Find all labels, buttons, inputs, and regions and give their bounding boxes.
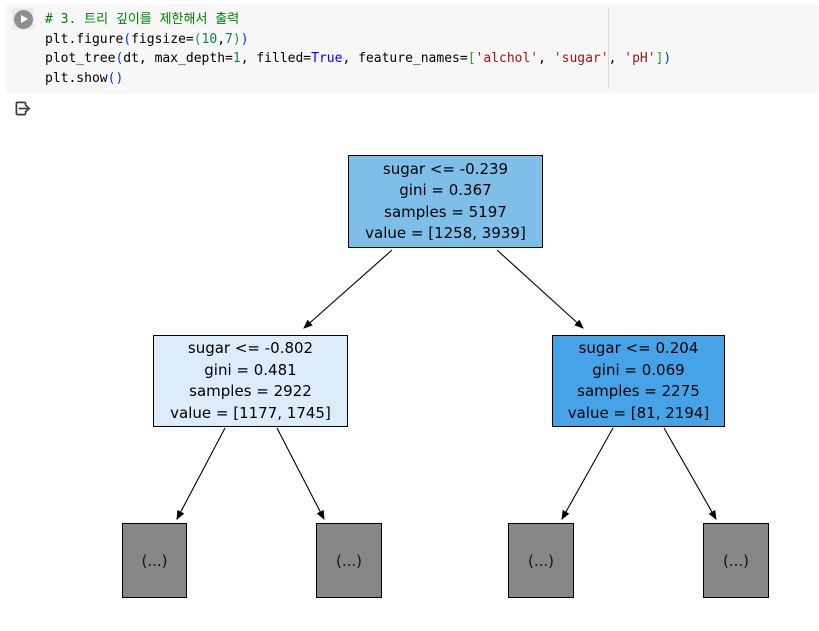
code-token: ( bbox=[193, 31, 202, 47]
run-cell-button[interactable] bbox=[12, 8, 34, 30]
run-circle bbox=[13, 9, 33, 29]
output-indicator-icon bbox=[12, 98, 33, 119]
code-token: ) bbox=[663, 51, 672, 66]
code-token: , bbox=[608, 51, 625, 66]
code-token: True bbox=[311, 51, 343, 66]
node-gini: gini = 0.069 bbox=[592, 360, 685, 379]
code-token: 10 bbox=[201, 31, 218, 47]
code-token: ) bbox=[232, 31, 241, 47]
tree-leaf-truncated: (...) bbox=[316, 523, 382, 598]
tree-node-left: sugar <= -0.802 gini = 0.481 samples = 2… bbox=[153, 335, 348, 427]
node-value: value = [1258, 3939] bbox=[365, 224, 526, 242]
arrow-right-leaf4 bbox=[663, 427, 717, 520]
code-token: ] bbox=[655, 51, 664, 66]
tree-leaf-truncated: (...) bbox=[703, 523, 769, 598]
code-token: 7 bbox=[225, 31, 233, 47]
tree-node-root: sugar <= -0.239 gini = 0.367 samples = 5… bbox=[348, 155, 543, 248]
code-token: , bbox=[538, 51, 554, 66]
code-token: 1 bbox=[232, 51, 241, 66]
code-token: figsize= bbox=[131, 31, 194, 47]
arrow-left-leaf2 bbox=[276, 427, 325, 520]
code-line: # 3. 트리 깊이를 제한해서 출력 bbox=[45, 10, 671, 30]
code-token: 'alchol' bbox=[475, 51, 539, 66]
decision-tree-figure: sugar <= -0.239 gini = 0.367 samples = 5… bbox=[0, 130, 819, 631]
code-token: ) bbox=[115, 70, 124, 86]
cell-divider bbox=[608, 8, 609, 89]
node-gini: gini = 0.367 bbox=[399, 181, 492, 199]
arrow-left-leaf1 bbox=[176, 427, 226, 520]
code-token: 'sugar' bbox=[553, 51, 609, 66]
tree-leaf-truncated: (...) bbox=[122, 523, 187, 598]
arrow-right-leaf3 bbox=[561, 427, 614, 520]
node-samples: samples = 2275 bbox=[577, 382, 700, 400]
tree-node-right: sugar <= 0.204 gini = 0.069 samples = 22… bbox=[552, 335, 725, 427]
play-icon bbox=[20, 15, 28, 23]
code-token: plt.figure bbox=[45, 31, 124, 47]
node-condition: sugar <= -0.802 bbox=[187, 339, 314, 357]
code-token: , filled= bbox=[240, 51, 312, 66]
tree-arrows bbox=[176, 249, 717, 520]
node-samples: samples = 2922 bbox=[189, 382, 312, 400]
code-token: ( bbox=[123, 31, 132, 47]
node-condition: sugar <= 0.204 bbox=[578, 339, 699, 357]
code-token: 'pH' bbox=[624, 51, 656, 66]
arrow-root-left bbox=[303, 249, 393, 329]
code-token: [ bbox=[467, 51, 476, 66]
node-gini: gini = 0.481 bbox=[204, 360, 297, 379]
node-samples: samples = 5197 bbox=[384, 202, 507, 221]
tree-leaf-truncated: (...) bbox=[508, 523, 574, 598]
code-token: ( bbox=[107, 70, 116, 86]
code-token: ) bbox=[240, 31, 249, 47]
code-token: plt.show bbox=[45, 70, 108, 86]
code-token: , feature_names= bbox=[342, 51, 468, 66]
code-token: dt, max_depth= bbox=[123, 51, 233, 66]
code-line: plt.figure(figsize=(10,7)) bbox=[45, 30, 671, 50]
code-token: ( bbox=[115, 51, 124, 66]
node-value: value = [1177, 1745] bbox=[170, 403, 331, 422]
node-value: value = [81, 2194] bbox=[567, 403, 710, 422]
arrow-root-right bbox=[496, 249, 584, 329]
code-token: plot_tree bbox=[45, 51, 116, 66]
node-condition: sugar <= -0.239 bbox=[382, 159, 509, 178]
code-line: plot_tree(dt, max_depth=1, filled=True, … bbox=[45, 49, 671, 69]
code-line: plt.show() bbox=[45, 69, 671, 89]
code-token: , bbox=[217, 31, 226, 47]
code-token: # 3. 트리 깊이를 제한해서 출력 bbox=[45, 12, 240, 27]
